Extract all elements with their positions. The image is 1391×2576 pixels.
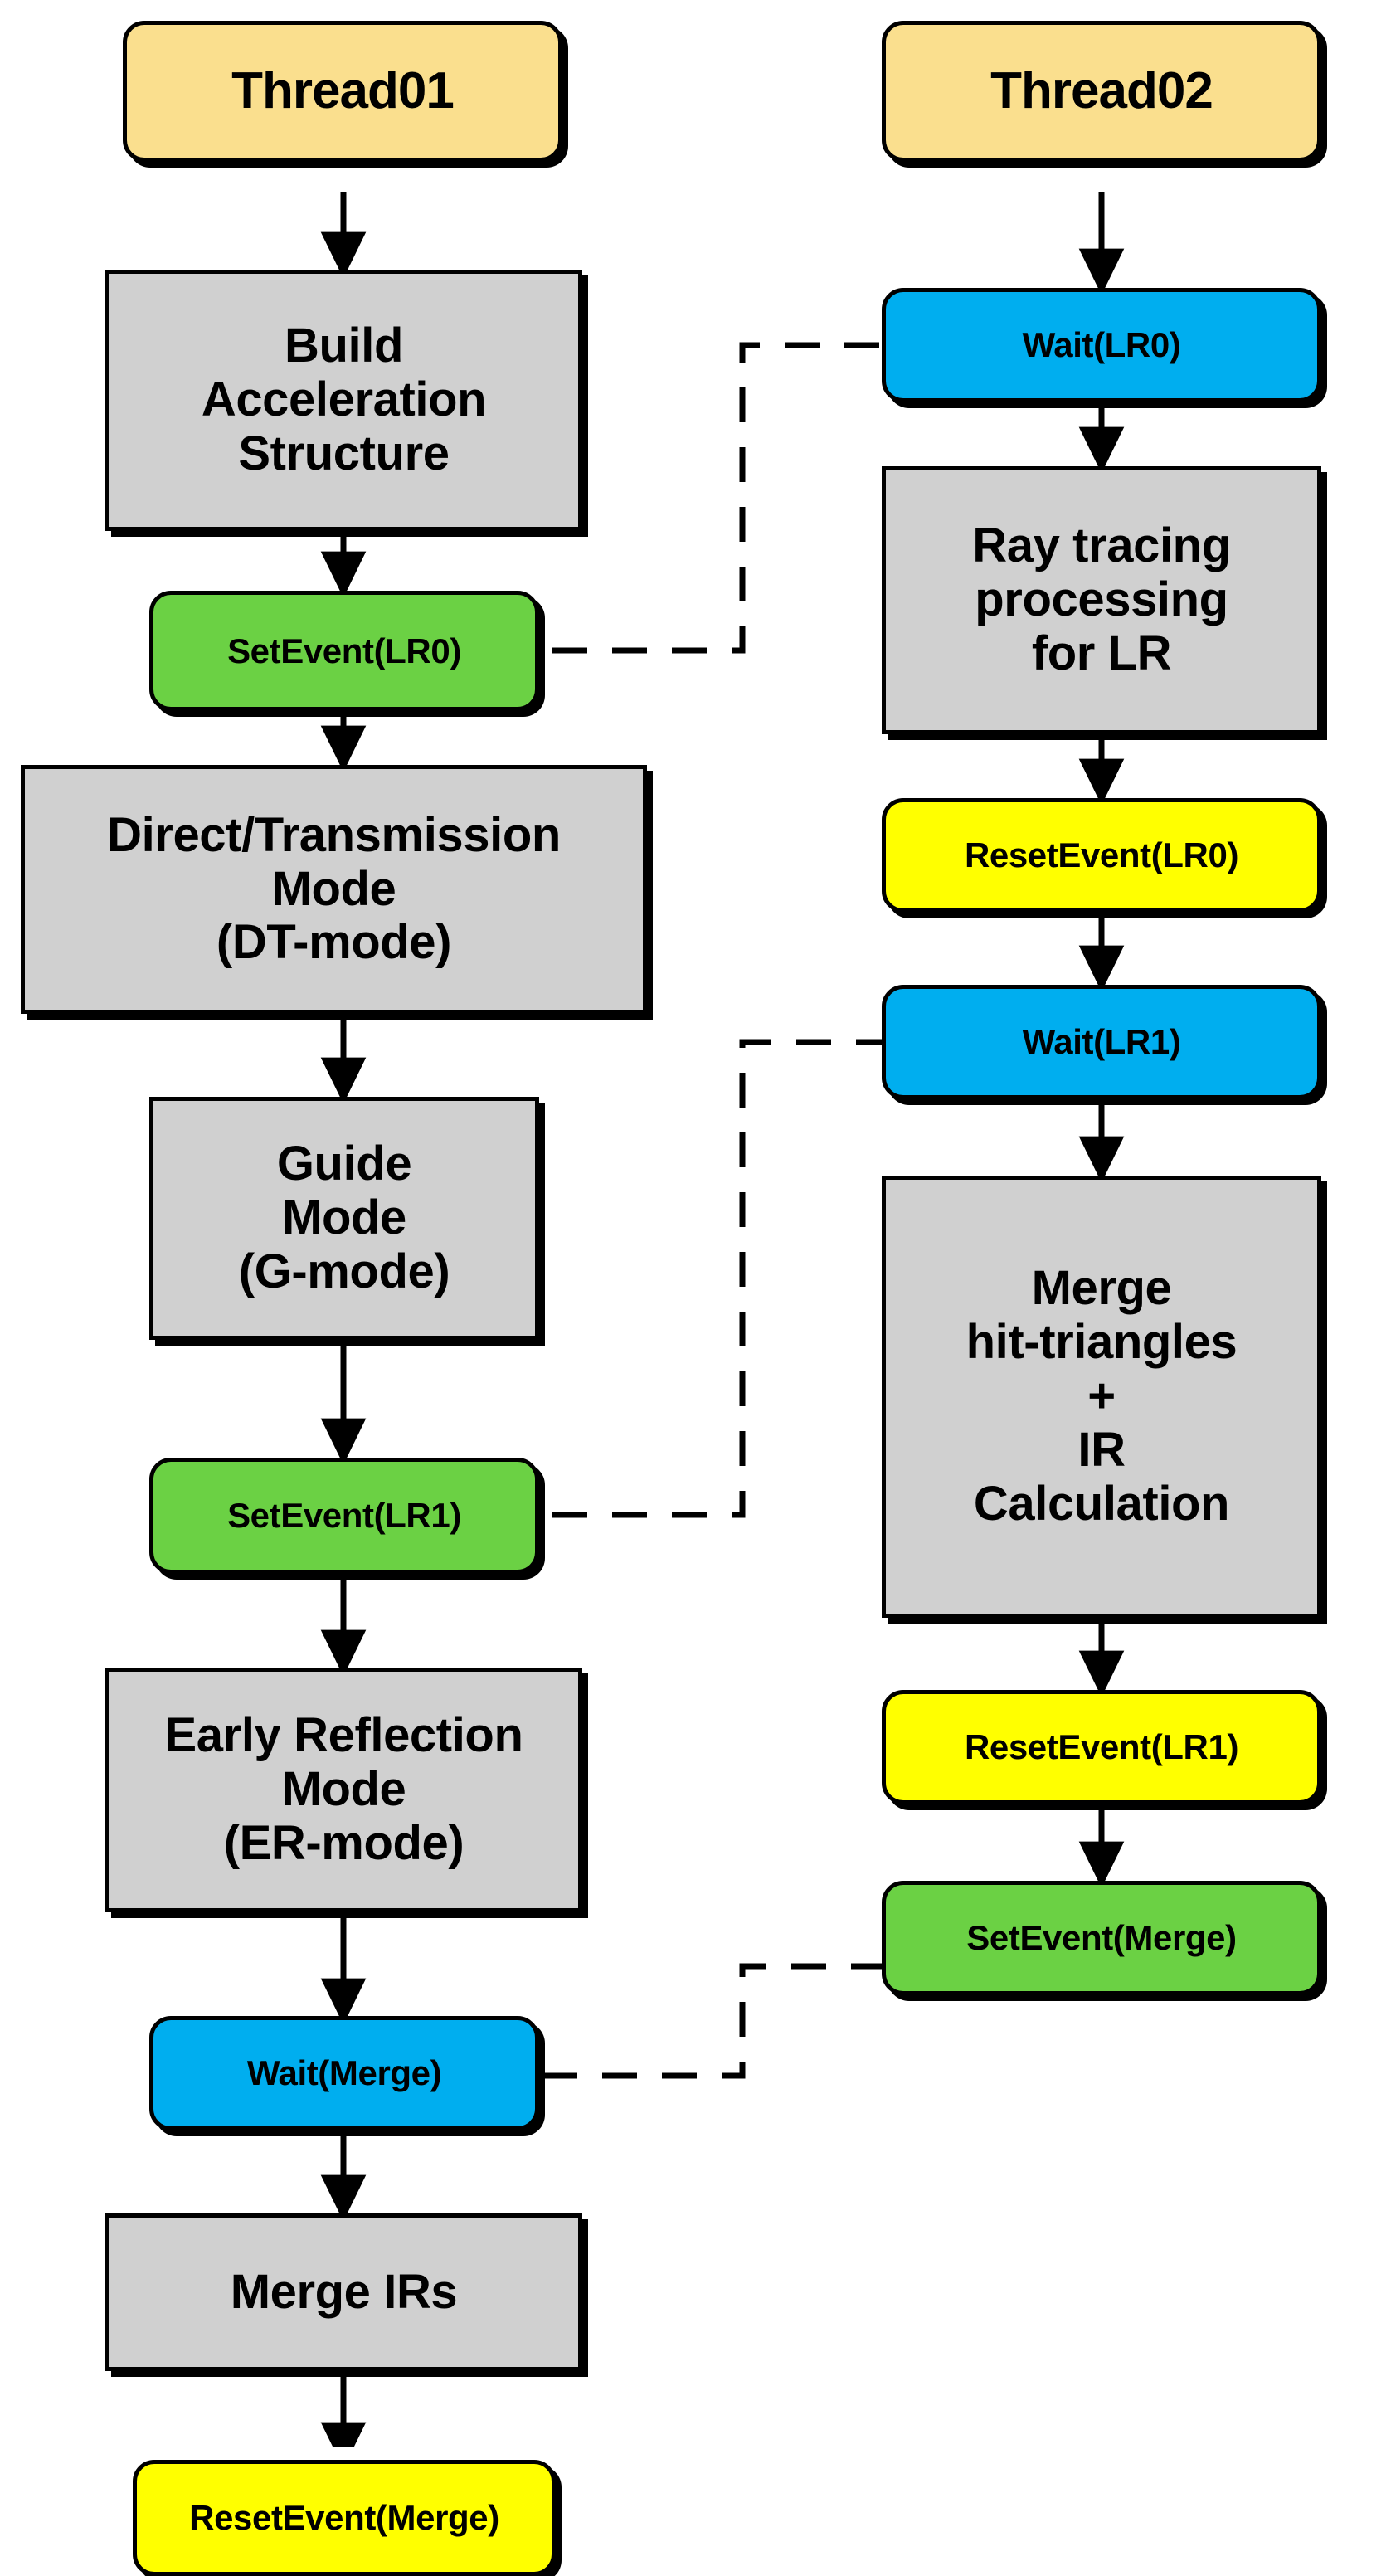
node-er-mode-label: Early Reflection Mode (ER-mode) <box>164 1708 523 1870</box>
node-resetevent-lr0-label: ResetEvent(LR0) <box>964 835 1239 875</box>
node-ray-tracing-processing[interactable]: Ray tracing processing for LR <box>882 466 1321 734</box>
node-build-acceleration-structure-label: Build Acceleration Structure <box>201 319 487 480</box>
node-setevent-merge-label: SetEvent(Merge) <box>966 1918 1237 1958</box>
connector-layer <box>314 192 1125 2447</box>
node-merge-hit-triangles-ir-calculation[interactable]: Merge hit-triangles + IR Calculation <box>882 1176 1321 1618</box>
node-thread01-header[interactable]: Thread01 <box>123 21 562 162</box>
node-resetevent-lr1-label: ResetEvent(LR1) <box>964 1727 1239 1767</box>
node-wait-lr1[interactable]: Wait(LR1) <box>882 985 1321 1099</box>
node-g-mode-label: Guide Mode (G-mode) <box>238 1137 450 1298</box>
flowchart-canvas: Thread01 Build Acceleration Structure Se… <box>21 21 1321 2576</box>
node-wait-lr0[interactable]: Wait(LR0) <box>882 288 1321 402</box>
node-wait-lr0-label: Wait(LR0) <box>1022 325 1181 365</box>
node-resetevent-merge[interactable]: ResetEvent(Merge) <box>133 2460 556 2576</box>
node-g-mode[interactable]: Guide Mode (G-mode) <box>149 1097 539 1340</box>
node-thread02-header[interactable]: Thread02 <box>882 21 1321 162</box>
node-ray-tracing-processing-label: Ray tracing processing for LR <box>972 519 1231 680</box>
node-setevent-merge[interactable]: SetEvent(Merge) <box>882 1881 1321 1995</box>
node-dt-mode-label: Direct/Transmission Mode (DT-mode) <box>107 807 561 970</box>
node-dt-mode[interactable]: Direct/Transmission Mode (DT-mode) <box>21 765 647 1014</box>
node-resetevent-merge-label: ResetEvent(Merge) <box>189 2498 499 2538</box>
node-wait-lr1-label: Wait(LR1) <box>1022 1022 1181 1062</box>
node-setevent-lr1-label: SetEvent(LR1) <box>227 1496 461 1536</box>
node-merge-irs-label: Merge IRs <box>230 2264 458 2319</box>
node-merge-hit-triangles-ir-calculation-label: Merge hit-triangles + IR Calculation <box>965 1261 1238 1531</box>
node-wait-merge-label: Wait(Merge) <box>246 2053 442 2093</box>
node-thread02-label: Thread02 <box>990 62 1213 120</box>
node-wait-merge[interactable]: Wait(Merge) <box>149 2016 539 2130</box>
node-setevent-lr1[interactable]: SetEvent(LR1) <box>149 1458 539 1574</box>
node-build-acceleration-structure[interactable]: Build Acceleration Structure <box>105 270 582 531</box>
node-setevent-lr0-label: SetEvent(LR0) <box>227 631 461 670</box>
node-setevent-lr0[interactable]: SetEvent(LR0) <box>149 591 539 711</box>
node-er-mode[interactable]: Early Reflection Mode (ER-mode) <box>105 1668 582 1912</box>
node-resetevent-lr0[interactable]: ResetEvent(LR0) <box>882 798 1321 913</box>
node-resetevent-lr1[interactable]: ResetEvent(LR1) <box>882 1690 1321 1804</box>
node-merge-irs[interactable]: Merge IRs <box>105 2213 582 2371</box>
edge-setevent-lr1-to-wait-lr1-dashed <box>314 1019 951 1518</box>
node-thread01-label: Thread01 <box>231 62 455 120</box>
edge-setevent-merge-to-wait-merge-dashed <box>327 1963 946 2099</box>
